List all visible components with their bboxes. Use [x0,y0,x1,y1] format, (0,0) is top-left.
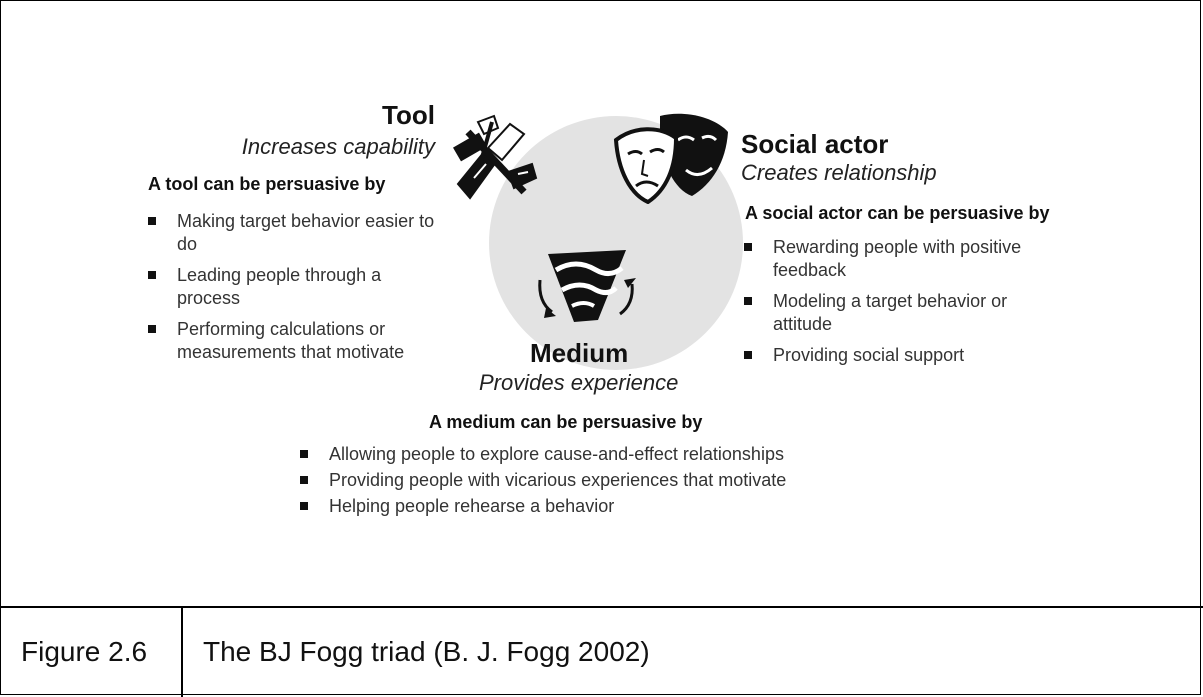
list-item: Rewarding people with positive feedback [741,236,1071,282]
list-item: Leading people through a process [145,264,445,310]
list-item: Allowing people to explore cause-and-eff… [297,443,917,466]
figure-caption: The BJ Fogg triad (B. J. Fogg 2002) [203,636,650,667]
tool-heading: A tool can be persuasive by [148,174,386,194]
figure-label: Figure 2.6 [21,636,148,667]
medium-title: Medium [530,338,629,368]
social-actor-list: Rewarding people with positive feedback … [741,236,1071,375]
medium-subtitle: Provides experience [479,370,679,395]
tools-icon [453,114,538,200]
list-item: Making target behavior easier to do [145,210,445,256]
caption-column-divider [181,606,183,697]
social-actor-title: Social actor [741,129,889,159]
social-actor-heading: A social actor can be persuasive by [745,203,1050,223]
tool-list: Making target behavior easier to do Lead… [145,210,445,372]
medium-heading: A medium can be persuasive by [429,412,703,432]
list-item: Helping people rehearse a behavior [297,495,917,518]
tool-subtitle: Increases capability [241,134,435,159]
social-actor-subtitle: Creates relationship [741,160,937,185]
caption-divider [0,606,1203,608]
list-item: Providing social support [741,344,1071,367]
list-item: Modeling a target behavior or attitude [741,290,1071,336]
tool-title: Tool [382,100,435,130]
theater-masks-icon [613,113,728,204]
list-item: Providing people with vicarious experien… [297,469,917,492]
list-item: Performing calculations or measurements … [145,318,445,364]
medium-swirl-icon [538,250,636,322]
medium-list: Allowing people to explore cause-and-eff… [297,443,917,521]
